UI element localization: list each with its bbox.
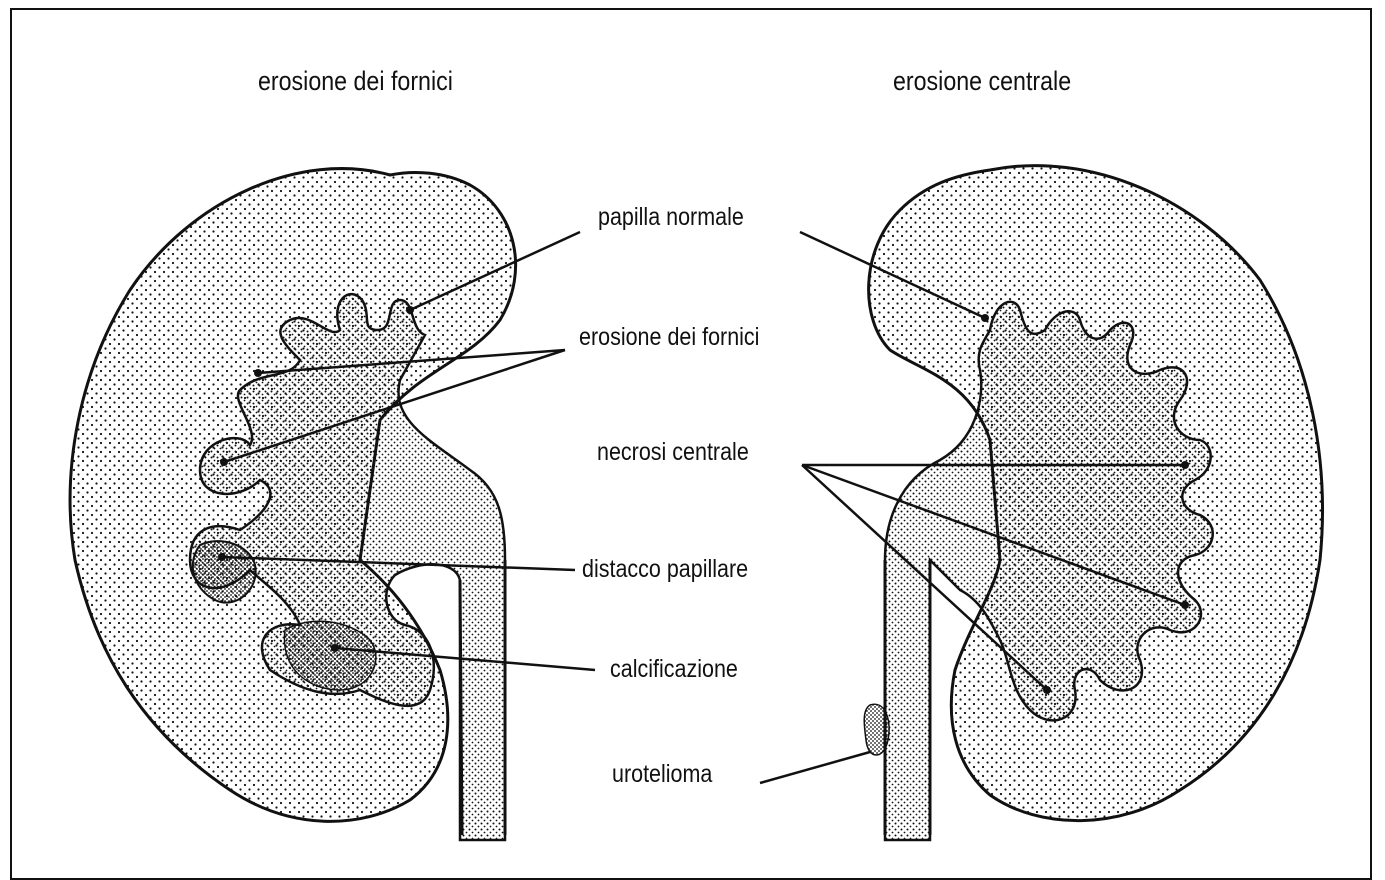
left-kidney [70,169,515,840]
right-kidney [864,166,1322,840]
title-right: erosione centrale [893,68,1071,95]
label-distacco-papillare: distacco papillare [582,557,748,582]
label-papilla-normale: papilla normale [598,205,744,230]
leader-urotelioma [760,752,870,783]
right-urothelioma [864,704,889,755]
label-erosione-fornici: erosione dei fornici [579,325,759,350]
label-necrosi-centrale: necrosi centrale [597,440,749,465]
label-urotelioma: urotelioma [612,762,712,787]
title-left: erosione dei fornici [258,68,453,95]
label-calcificazione: calcificazione [610,657,738,682]
